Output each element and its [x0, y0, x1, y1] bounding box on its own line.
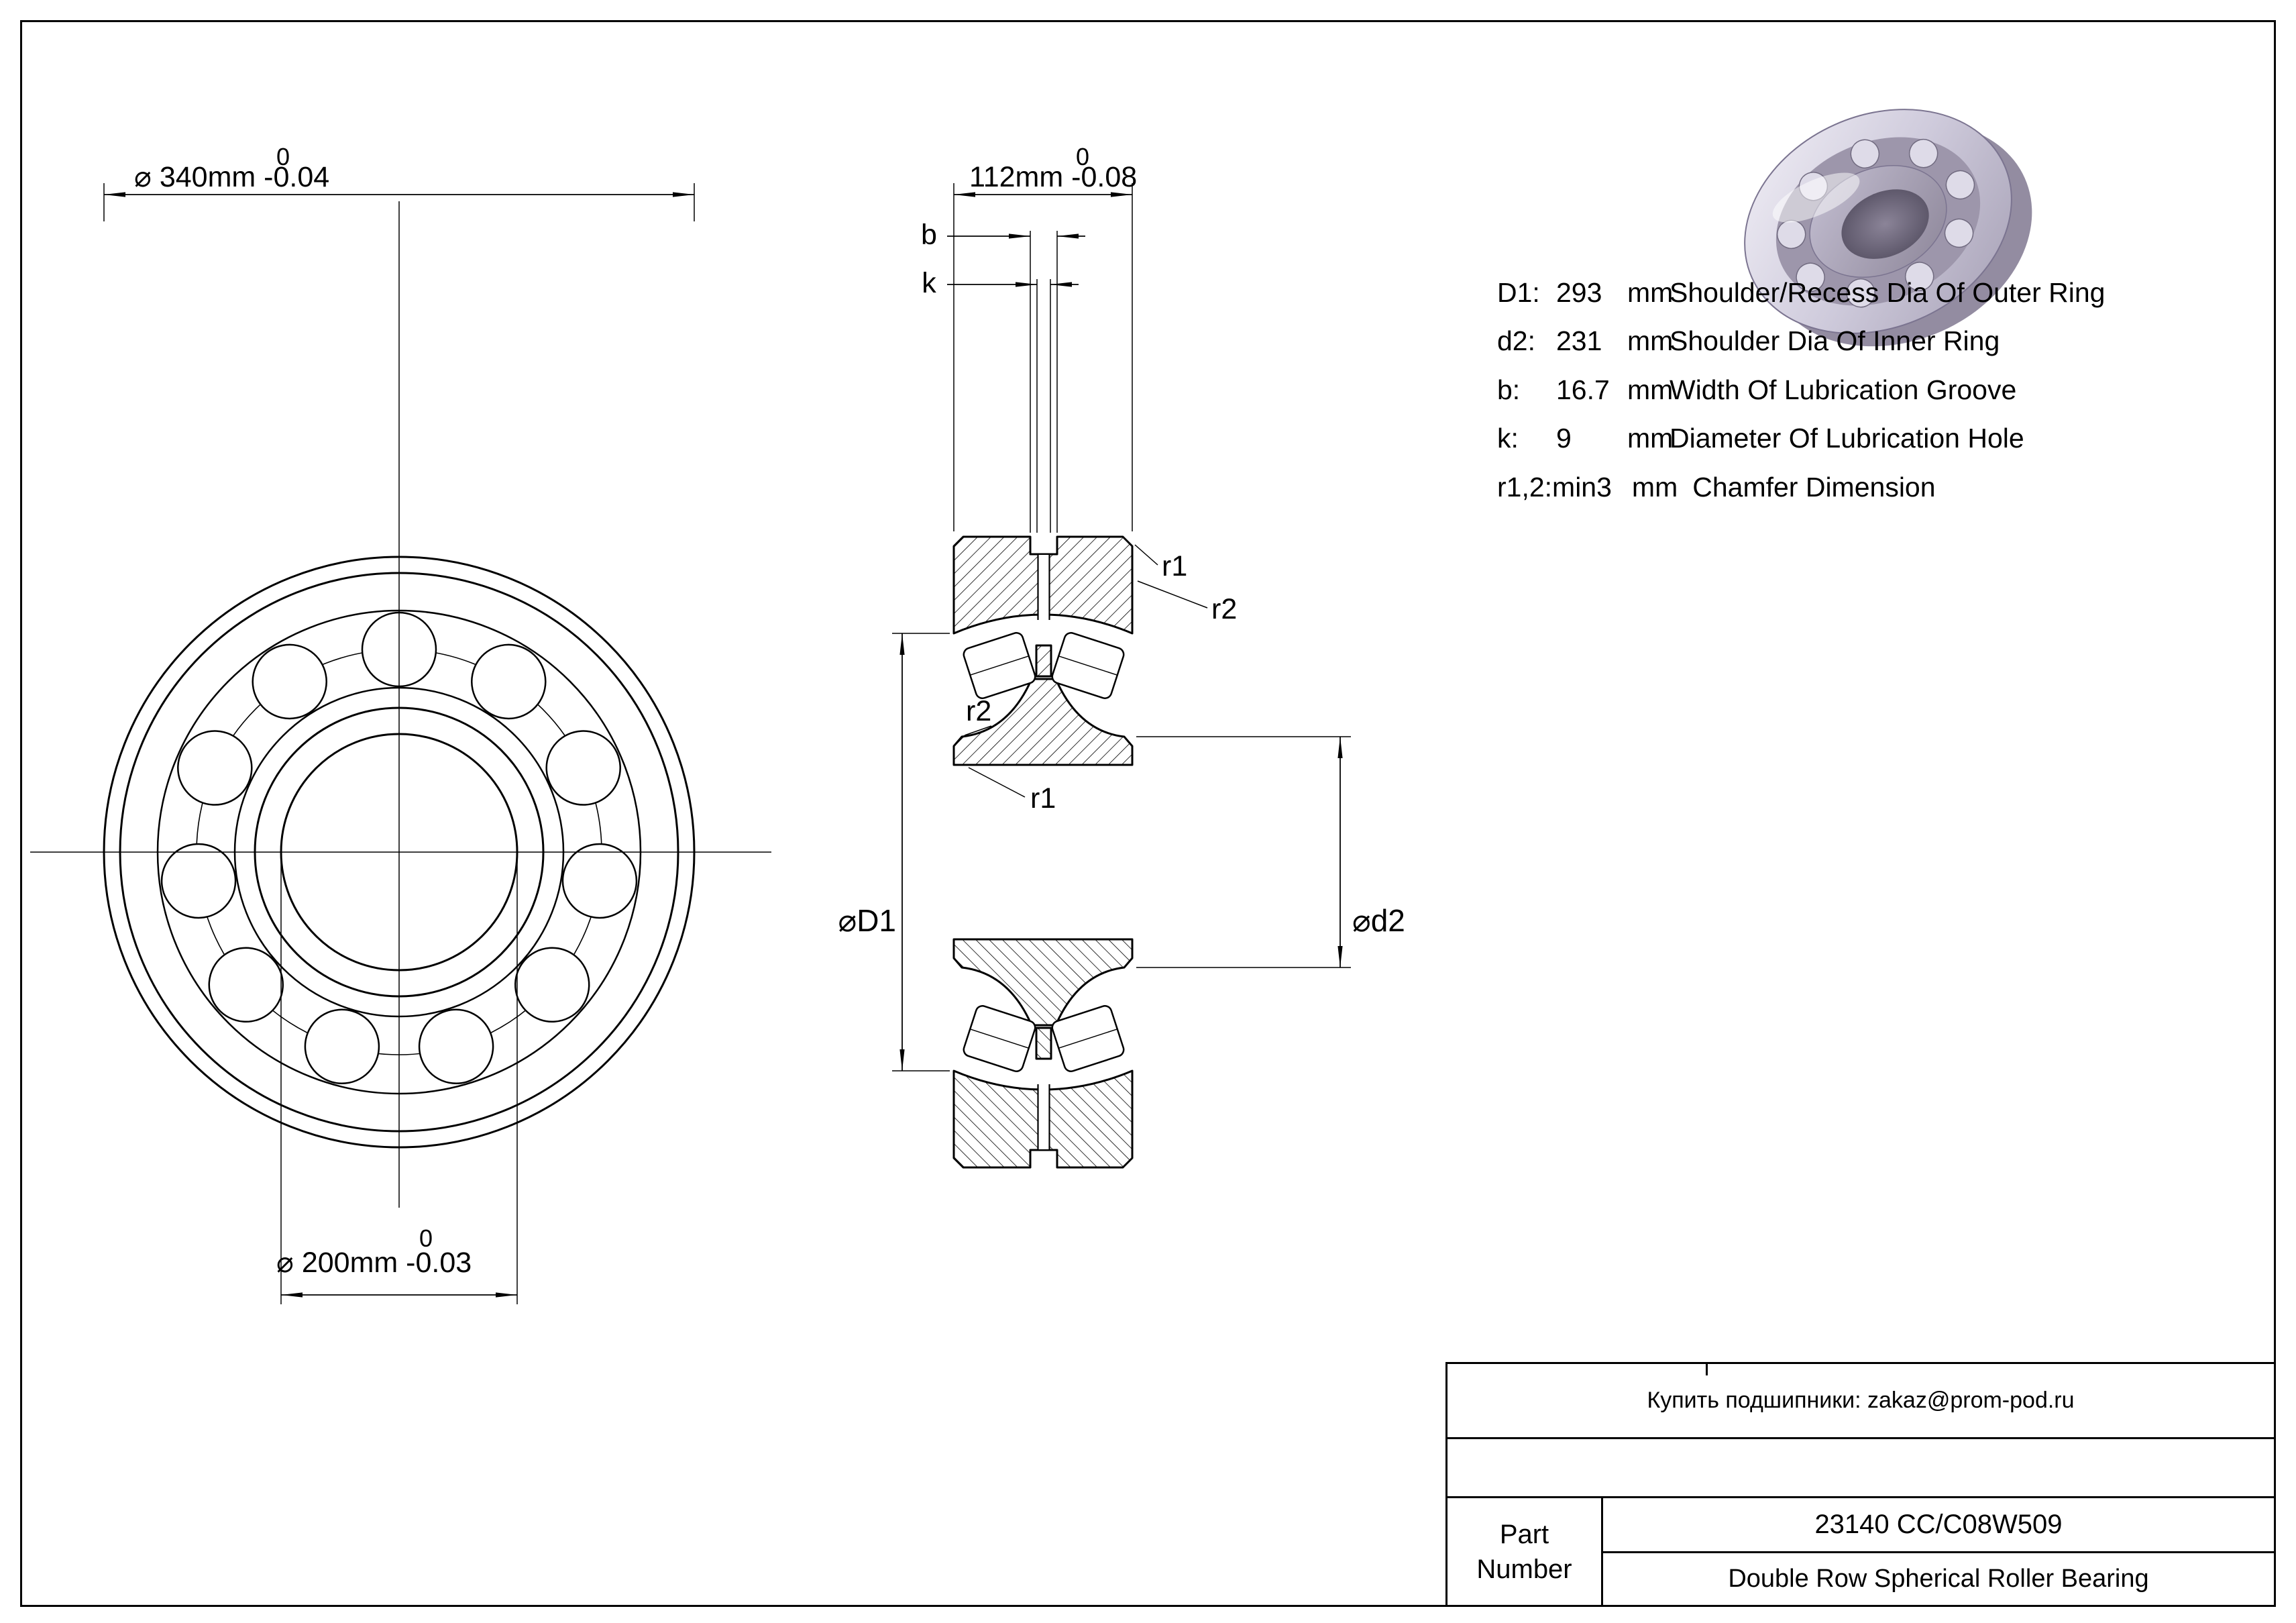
bore-dimension: 0 ⌀ 200mm -0.03: [276, 859, 518, 1304]
spec-desc: Chamfer Dimension: [1692, 471, 1936, 503]
groove-width-label: b: [921, 219, 937, 251]
roller-circle: [304, 1008, 380, 1085]
sheet-border: [20, 20, 2276, 1607]
roller-circle: [160, 843, 237, 919]
roller-circle: [177, 730, 253, 806]
part-info-cell: 23140 CC/C08W509 Double Row Spherical Ro…: [1603, 1498, 2274, 1605]
spec-desc: Width Of Lubrication Groove: [1670, 374, 2017, 405]
width-tolerance-upper: 0: [1076, 143, 1089, 170]
roller-circle: [208, 947, 284, 1023]
chamfer-labels: r1 r2 r2 r1: [964, 544, 1237, 815]
spec-value: min3: [1552, 471, 1612, 503]
spec-desc: Diameter Of Lubrication Hole: [1670, 423, 2024, 454]
part-number-label: Part Number: [1447, 1498, 1603, 1605]
roller-circle: [252, 643, 327, 720]
chamfer-r2-top-label: r2: [1211, 593, 1237, 625]
bearing-3d-highlight: [1772, 172, 1860, 223]
spec-value: 293: [1556, 276, 1602, 308]
spec-key: r1,2:: [1497, 471, 1553, 503]
groove-width-dimension: b: [921, 219, 1085, 533]
cage-guide-ring: [1035, 644, 1052, 678]
bore-dimension-label: ⌀ 200mm -0.03: [276, 1247, 472, 1279]
bearing-3d-bore: [1841, 189, 1929, 259]
spec-key: d2:: [1497, 325, 1535, 357]
spec-unit: mm: [1627, 276, 1674, 308]
roller-circle: [514, 947, 590, 1023]
roller-section: [1051, 632, 1125, 699]
spec-value: 9: [1556, 423, 1572, 454]
title-block: Купить подшипники: zakaz@prom-pod.ru Par…: [1445, 1362, 2276, 1607]
empty-cell: [1447, 1439, 2274, 1498]
roller-circle: [545, 730, 621, 806]
lubrication-hole: [1038, 555, 1050, 620]
spec-value: 231: [1556, 325, 1602, 357]
section-view: 0 112mm -0.08 b k r1: [838, 143, 1405, 1169]
spec-unit: mm: [1627, 423, 1674, 454]
title-block-tick: [1706, 1364, 1708, 1375]
spec-key: b:: [1497, 374, 1521, 405]
section-bottom-half: [952, 938, 1134, 1169]
bearing-3d-render: [1744, 109, 2032, 347]
roller-circle: [471, 643, 547, 720]
specs-table: D1: 293 mm Shoulder/Recess Dia Of Outer …: [1497, 268, 2105, 512]
spec-row-d2: d2: 231 mm Shoulder Dia Of Inner Ring: [1497, 317, 2105, 366]
spec-row-r12: r1,2: min3 mm Chamfer Dimension: [1497, 463, 2105, 512]
hole-dia-dimension: k: [922, 267, 1079, 533]
chamfer-r1-left-label: r1: [1030, 782, 1056, 815]
od-dimension: 0 ⌀ 340mm -0.04: [103, 143, 695, 221]
outer-recess-dia-dimension: ⌀D1: [838, 633, 950, 1071]
roller-set: [160, 611, 638, 1085]
part-number-value: 23140 CC/C08W509: [1603, 1498, 2274, 1553]
spec-desc: Shoulder/Recess Dia Of Outer Ring: [1670, 276, 2106, 308]
spec-row-k: k: 9 mm Diameter Of Lubrication Hole: [1497, 415, 2105, 464]
spec-key: k:: [1497, 423, 1519, 454]
chamfer-r2-left-label: r2: [966, 695, 991, 727]
spec-unit: mm: [1627, 374, 1674, 405]
part-row: Part Number 23140 CC/C08W509 Double Row …: [1447, 1498, 2274, 1605]
width-dimension-label: 112mm -0.08: [969, 161, 1137, 193]
inner-shoulder-dia-label: ⌀d2: [1352, 903, 1405, 938]
spec-desc: Shoulder Dia Of Inner Ring: [1670, 325, 2000, 357]
spec-value: 16.7: [1556, 374, 1610, 405]
contact-text: Купить подшипники: zakaz@prom-pod.ru: [1647, 1388, 2075, 1413]
bore-tolerance-upper: 0: [419, 1224, 433, 1252]
roller-circle: [561, 843, 638, 919]
roller-circle: [418, 1008, 494, 1085]
outer-recess-dia-label: ⌀D1: [838, 903, 897, 938]
spec-unit: mm: [1631, 471, 1678, 503]
roller-section: [963, 632, 1036, 699]
part-description: Double Row Spherical Roller Bearing: [1728, 1565, 2149, 1593]
contact-cell: Купить подшипники: zakaz@prom-pod.ru: [1447, 1364, 2274, 1439]
od-dimension-label: ⌀ 340mm -0.04: [134, 161, 329, 193]
spec-row-d1: D1: 293 mm Shoulder/Recess Dia Of Outer …: [1497, 268, 2105, 317]
inner-shoulder-dia-dimension: ⌀d2: [1136, 736, 1405, 968]
chamfer-r1-top-label: r1: [1162, 550, 1187, 582]
spec-key: D1:: [1497, 276, 1540, 308]
width-dimension: 0 112mm -0.08: [953, 143, 1137, 531]
spec-row-b: b: 16.7 mm Width Of Lubrication Groove: [1497, 366, 2105, 415]
hole-dia-label: k: [922, 267, 936, 299]
front-view: 0 ⌀ 340mm -0.04 0 ⌀ 200mm -0.03: [30, 143, 771, 1304]
od-tolerance-upper: 0: [276, 143, 290, 170]
spec-unit: mm: [1627, 325, 1674, 357]
